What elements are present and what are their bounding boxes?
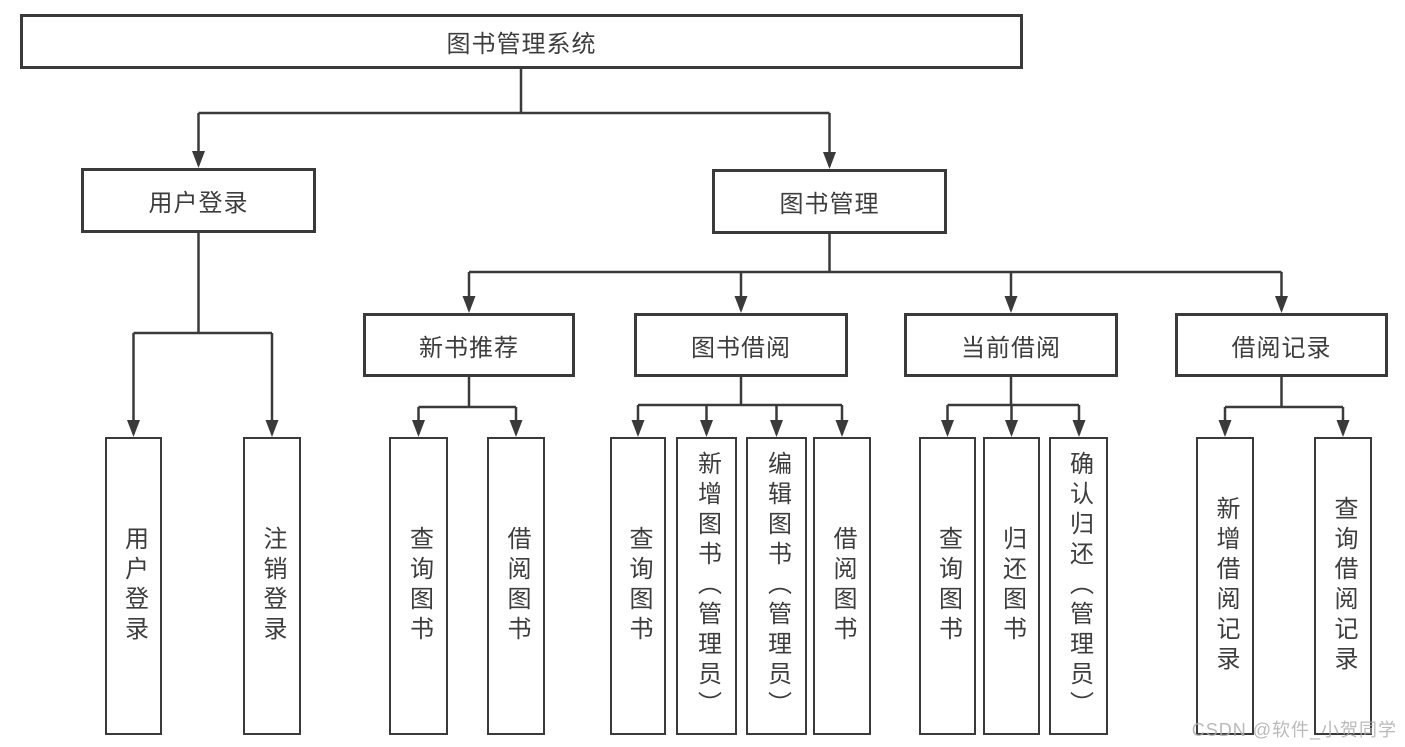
- node-current-borrowing: 当前借阅: [904, 313, 1118, 377]
- node-label: 借阅图书: [503, 526, 530, 646]
- node-leaf-return-books: 归还图书: [983, 437, 1040, 735]
- node-label: 用户登录: [148, 190, 249, 217]
- node-leaf-add-books-admin: 新增图书（管理员）: [676, 437, 737, 735]
- node-user-login: 用户登录: [81, 168, 316, 233]
- node-book-borrowing: 图书借阅: [634, 313, 848, 377]
- node-label: 查询借阅记录: [1330, 496, 1357, 676]
- node-leaf-borrow-books-recommend: 借阅图书: [487, 437, 545, 735]
- node-label: 查询图书: [405, 526, 433, 646]
- node-leaf-confirm-return-admin: 确认归还（管理员）: [1049, 437, 1108, 735]
- node-label: 用户登录: [120, 526, 148, 646]
- node-root-library-system: 图书管理系统: [20, 14, 1023, 69]
- node-leaf-logout: 注销登录: [243, 437, 301, 735]
- node-label: 图书管理: [779, 191, 880, 218]
- csdn-watermark: CSDN @软件_小贺同学: [1191, 720, 1397, 740]
- node-label: 查询图书: [934, 526, 962, 646]
- node-label: 注销登录: [259, 526, 286, 646]
- node-leaf-query-books-borrow: 查询图书: [610, 437, 666, 735]
- node-leaf-query-books-current: 查询图书: [919, 437, 976, 735]
- node-label: 编辑图书（管理员）: [763, 451, 791, 721]
- node-label: 图书管理系统: [446, 31, 597, 58]
- node-label: 借阅图书: [829, 526, 856, 646]
- node-book-management: 图书管理: [712, 169, 947, 234]
- node-label: 图书借阅: [691, 334, 791, 362]
- node-label: 新增借阅记录: [1212, 496, 1239, 676]
- node-label: 借阅记录: [1231, 334, 1332, 362]
- node-label: 新书推荐: [419, 334, 519, 362]
- node-label: 归还图书: [998, 526, 1026, 646]
- node-new-book-recommendation: 新书推荐: [363, 313, 575, 377]
- node-label: 新增图书（管理员）: [693, 451, 721, 721]
- node-leaf-add-borrow-record: 新增借阅记录: [1196, 437, 1254, 735]
- node-leaf-user-login: 用户登录: [105, 437, 162, 735]
- node-label: 确认归还（管理员）: [1065, 451, 1093, 721]
- node-label: 查询图书: [625, 526, 652, 646]
- node-leaf-query-books-recommend: 查询图书: [389, 437, 448, 735]
- node-leaf-edit-books-admin: 编辑图书（管理员）: [746, 437, 807, 735]
- node-leaf-query-borrow-record: 查询借阅记录: [1314, 437, 1372, 735]
- node-label: 当前借阅: [961, 334, 1061, 362]
- node-borrowing-records: 借阅记录: [1175, 313, 1388, 377]
- node-leaf-borrow-books-borrow: 借阅图书: [813, 437, 871, 735]
